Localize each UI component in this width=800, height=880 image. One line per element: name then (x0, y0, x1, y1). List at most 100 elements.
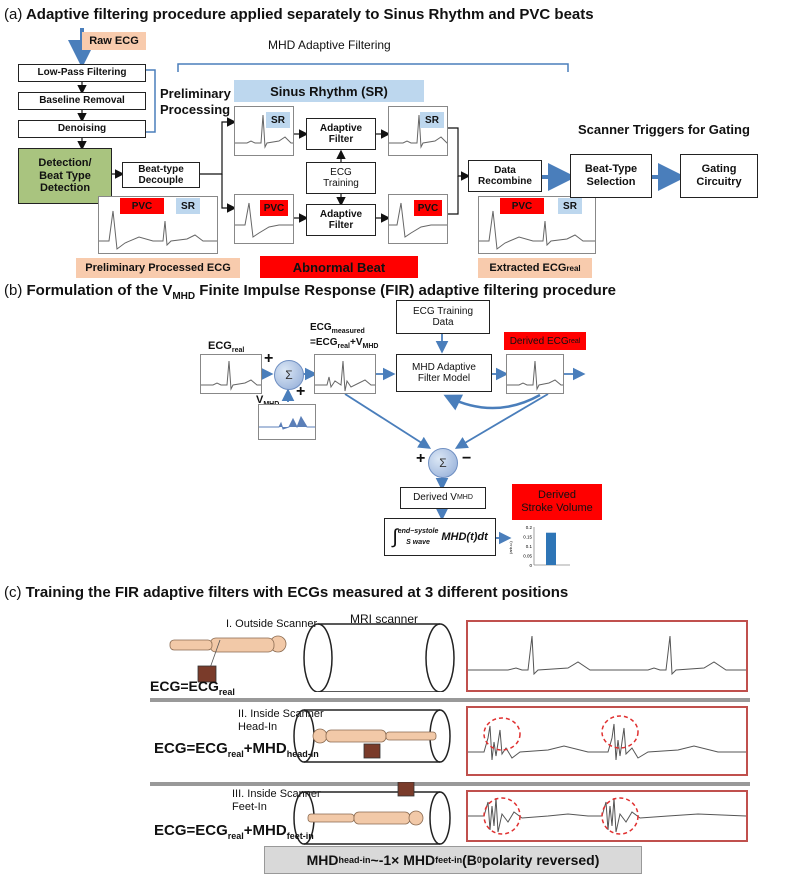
row3-ecg-frame (466, 790, 748, 842)
integral-box: ∫ end−systole S wave MHD(t)dt (384, 518, 496, 556)
eq2: ECG=ECGreal+MHDhead-in (154, 740, 319, 759)
adaptive-filter-sr-box: Adaptive Filter (306, 118, 376, 150)
chart-y-tick: 0.1 (526, 544, 533, 549)
eq3-mid: +MHD (243, 822, 287, 839)
baseline-removal-box: Baseline Removal (18, 92, 146, 110)
chart-y-tick: 0.05 (523, 554, 532, 559)
sinus-rhythm-tag: Sinus Rhythm (SR) (234, 80, 424, 102)
row1-illustration (169, 623, 455, 692)
mhd-adaptive-filtering-label: MHD Adaptive Filtering (268, 38, 391, 52)
ecg-measured-eq-sub2: MHD (362, 342, 379, 350)
extracted-ecg-sub: real (566, 263, 581, 273)
person-outside-figure (169, 635, 287, 683)
preliminary-waveform (99, 210, 217, 250)
vmhd-waveform (259, 415, 315, 430)
row2-ecg-frame (466, 706, 748, 776)
ecg-measured-waveform (315, 360, 375, 392)
footer-end: polarity reversed) (481, 852, 600, 868)
row1-ecg-frame (466, 620, 748, 692)
chart-bar (546, 532, 556, 565)
plus-sign-1: + (264, 350, 274, 367)
panel-b-title-post: Finite Impulse Response (FIR) adaptive f… (195, 282, 617, 299)
sr-output-waveform (389, 114, 447, 149)
panel-b-title-pre: Formulation of the V (26, 282, 173, 299)
panel-c-title: (c) Training the FIR adaptive filters wi… (4, 584, 568, 601)
footer-mid: ~-1× MHD (370, 852, 436, 868)
pvc-tag-1: PVC (260, 200, 288, 216)
panel-b-label: (b) (4, 282, 23, 299)
footer-sub1: head-in (338, 855, 371, 865)
extracted-waveform (479, 210, 595, 250)
integral-symbol: ∫ (392, 525, 398, 548)
ecg-measured-sub: measured (331, 328, 365, 335)
integral-body: MHD(t)dt (441, 530, 488, 543)
sr-tag-extracted: SR (558, 198, 582, 214)
ecg-training-box: ECG Training (306, 162, 376, 194)
panel-b-title: (b) Formulation of the VMHD Finite Impul… (4, 282, 616, 302)
outside-scanner-label: I. Outside Scanner (226, 618, 318, 630)
derived-vmhd-sub: MHD (456, 493, 473, 501)
adaptive-filter-pvc-box: Adaptive Filter (306, 204, 376, 236)
person-head-in-figure (312, 728, 437, 759)
row2-illustration (293, 709, 451, 763)
eq1-text: ECG=ECG (150, 678, 219, 694)
footer-sub2: feet-in (435, 855, 463, 865)
separator-1 (150, 698, 750, 702)
ecg-training-data-box: ECG Training Data (396, 300, 490, 334)
raw-ecg-tag: Raw ECG (82, 32, 146, 50)
row2-ecg-trace (468, 715, 746, 761)
ecg-real-plot (200, 354, 262, 394)
sr-tag-1: SR (266, 112, 290, 128)
eq3: ECG=ECGreal+MHDfeet-in (154, 822, 314, 841)
row1-ecg-trace (468, 635, 746, 676)
eq3-text: ECG=ECG (154, 822, 228, 839)
eq2-mid: +MHD (243, 740, 287, 757)
derived-ecg-waveform (507, 360, 563, 391)
ecg-measured-eq-tail: +V (349, 336, 363, 348)
preliminary-processed-ecg-tag: Preliminary Processed ECG (76, 258, 240, 278)
mhd-filter-model-box: MHD Adaptive Filter Model (396, 354, 492, 392)
mri-scanner-label: MRI scanner (350, 612, 419, 626)
sr-waveform (235, 114, 293, 149)
panel-a-label: (a) (4, 6, 23, 23)
preliminary-processing-label: Preliminary Processing (160, 86, 231, 117)
ecg-real-label: ECGreal (208, 340, 244, 354)
derived-ecg-sub: real (568, 337, 581, 345)
derived-stroke-volume-tag: Derived Stroke Volume (512, 484, 602, 520)
row3-ecg-trace (468, 797, 747, 835)
eq3-sub2: feet-in (286, 831, 314, 841)
panel-c-label: (c) (4, 584, 22, 601)
ecg-measured-text: ECG (310, 322, 332, 333)
ecg-real-sub: real (231, 347, 245, 355)
derived-ecg-plot (506, 354, 564, 394)
vmhd-plot (258, 404, 316, 440)
extracted-ecg-text: Extracted ECG (489, 262, 567, 274)
ecg-real-text: ECG (208, 340, 232, 352)
data-recombine-box: Data Recombine (468, 160, 542, 192)
denoising-box: Denoising (18, 120, 146, 138)
integral-lower: S wave (406, 539, 430, 546)
detection-box: Detection/ Beat Type Detection (18, 148, 112, 204)
plus-sign-3: + (416, 450, 426, 467)
sum-node-1: Σ (274, 360, 304, 390)
derived-vmhd-text: Derived V (413, 492, 457, 504)
chart-y-tick: 0.2 (526, 525, 533, 530)
person-feet-in-figure (307, 782, 424, 826)
panel-a-title-text: Adaptive filtering procedure applied sep… (25, 6, 594, 23)
ecg-measured-label: ECGmeasured =ECGreal+VMHD (310, 322, 378, 352)
plus-sign-2: + (296, 383, 306, 400)
gating-circuitry-box: Gating Circuitry (680, 154, 758, 198)
pvc-waveform (235, 202, 293, 238)
mri-scanner-cylinder (303, 623, 455, 692)
eq3-sub1: real (227, 831, 244, 841)
separator-2 (150, 782, 750, 786)
panel-b-title-sub: MHD (172, 291, 196, 302)
beat-type-decouple-box: Beat-type Decouple (122, 162, 200, 188)
eq2-text: ECG=ECG (154, 740, 228, 757)
eq2-sub1: real (227, 749, 244, 759)
